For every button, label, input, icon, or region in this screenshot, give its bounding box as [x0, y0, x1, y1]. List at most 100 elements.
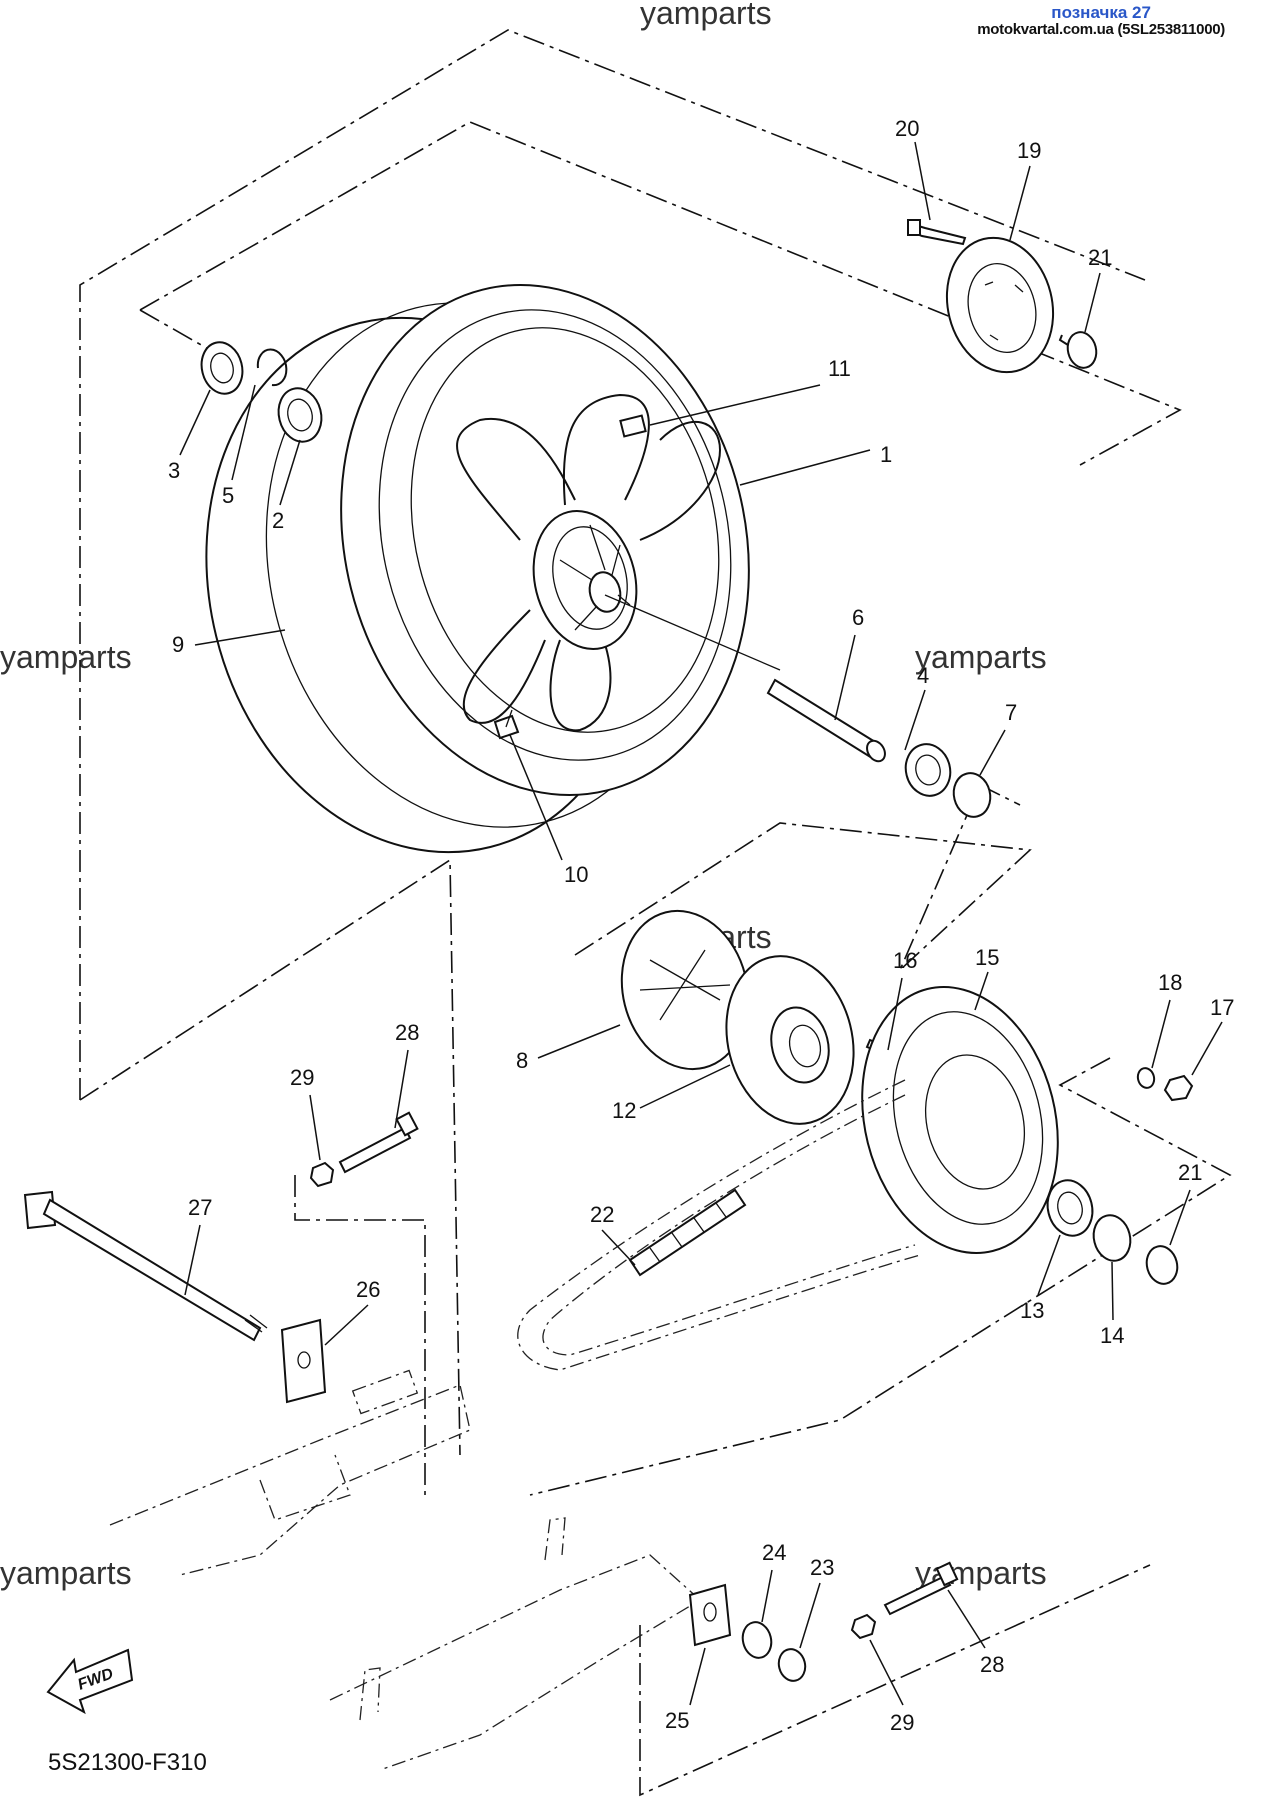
swingarm-right-ghost — [329, 1554, 702, 1771]
leader-27 — [184, 1224, 201, 1296]
circlip — [256, 348, 288, 387]
leader-4 — [904, 689, 926, 751]
left-bearing-bore — [287, 398, 313, 432]
rim-lip — [378, 309, 732, 761]
oil-seal — [200, 341, 244, 395]
swingarm-left-slot — [351, 1369, 419, 1415]
callout-28-upper: 28 — [395, 1020, 419, 1045]
rear-sprocket — [861, 986, 1059, 1254]
swingarm-ghosts — [109, 1369, 702, 1771]
oil-seal-bore — [210, 352, 234, 384]
axle-shaft — [42, 1198, 262, 1342]
fwd-arrow: FWD — [46, 1648, 134, 1715]
leader-9 — [194, 629, 286, 646]
callout-16: 16 — [893, 948, 917, 973]
disc-bolt-head — [907, 219, 921, 236]
axle-thread-2 — [249, 1314, 268, 1329]
assembly-outlines — [79, 29, 1232, 1797]
axle-centerline — [604, 594, 781, 671]
leader-18 — [1151, 999, 1171, 1069]
spoke-5 — [462, 609, 546, 724]
lower-adjuster-set — [688, 1561, 959, 1682]
sprocket-hub-bore — [788, 1024, 822, 1068]
brake-disc-set — [907, 219, 1098, 374]
callout-19: 19 — [1017, 138, 1041, 163]
drive-chain — [517, 1079, 921, 1371]
plate-washer — [741, 1621, 773, 1659]
axle-set — [23, 1111, 419, 1404]
hub-damper-segments — [639, 949, 731, 1021]
right-bearing-bore — [915, 754, 941, 786]
adjuster-bolt-right-head — [935, 1561, 959, 1587]
axle-puller-right-hole — [703, 1602, 717, 1622]
callout-22: 22 — [590, 1202, 614, 1227]
hub-rib-2 — [611, 544, 621, 576]
balance-weight — [619, 414, 647, 438]
left-bearing-set — [200, 341, 323, 443]
callout-21-upper: 21 — [1088, 245, 1112, 270]
callout-8: 8 — [516, 1048, 528, 1073]
swingarm-left-ghost — [109, 1384, 471, 1576]
right-bearing-set — [1046, 1067, 1194, 1285]
leader-25 — [689, 1647, 706, 1706]
hub-rib-5 — [617, 594, 631, 606]
callout-26: 26 — [356, 1277, 380, 1302]
swingarm-right-hook — [544, 1517, 566, 1561]
leader-11 — [649, 384, 821, 426]
reference-label: позначка 27 — [1051, 3, 1151, 22]
callout-17: 17 — [1210, 995, 1234, 1020]
reference-source: motokvartal.com.ua (5SL253811000) — [977, 20, 1225, 38]
leader-29b — [869, 1639, 904, 1706]
callout-27: 27 — [188, 1195, 212, 1220]
axle-puller — [280, 1318, 327, 1404]
disc-hole-3 — [989, 334, 999, 341]
callout-13: 13 — [1020, 1298, 1044, 1323]
chain-link-3 — [693, 1217, 705, 1233]
leader-8 — [537, 1024, 621, 1059]
callout-6: 6 — [852, 605, 864, 630]
callout-12: 12 — [612, 1098, 636, 1123]
brake-disc-inner — [967, 262, 1037, 354]
chain-loop-outer — [517, 1079, 921, 1371]
header-reference: позначка 27 motokvartal.com.ua (5SL25381… — [977, 4, 1225, 38]
callout-5: 5 — [222, 483, 234, 508]
hub-rib-4 — [574, 605, 598, 631]
leader-26 — [324, 1304, 369, 1346]
leader-15 — [974, 971, 989, 1011]
leader-19 — [1009, 165, 1031, 241]
swingarm-right-stand — [359, 1667, 381, 1721]
leader-13 — [1037, 1234, 1061, 1296]
spacer-collar-end — [866, 739, 886, 763]
rear-sprocket-root — [892, 1011, 1044, 1225]
spoke-4 — [549, 629, 612, 732]
chain-link-2 — [671, 1232, 683, 1248]
leader-21a — [1084, 272, 1101, 333]
leader-24 — [761, 1569, 773, 1623]
outline-axle-nut — [294, 1175, 426, 1500]
axle-thread-1 — [244, 1319, 263, 1333]
callout-18: 18 — [1158, 970, 1182, 995]
callout-3: 3 — [168, 458, 180, 483]
leader-2 — [279, 439, 301, 506]
sprocket-nut — [1163, 1074, 1194, 1102]
axle-head — [23, 1190, 57, 1230]
leader-14 — [1111, 1261, 1114, 1321]
leader-20 — [914, 141, 931, 221]
adjuster-bolt-right — [883, 1574, 952, 1616]
rim-inner — [410, 327, 720, 733]
adjuster-bolt-head — [395, 1111, 419, 1137]
rear-sprocket-bore — [924, 1054, 1026, 1190]
collar-upper — [1066, 331, 1098, 369]
disc-hole-2 — [1014, 284, 1024, 293]
leader-16 — [887, 977, 903, 1051]
wheel-bore — [588, 571, 622, 613]
chain-loop-inner — [542, 1094, 916, 1356]
watermark-top: yamparts — [640, 0, 772, 31]
callout-15: 15 — [975, 945, 999, 970]
chain-section — [628, 1188, 747, 1277]
leader-6 — [834, 634, 856, 721]
leader-7 — [979, 729, 1006, 776]
leader-lines — [179, 141, 1223, 1706]
sprocket-oil-seal — [1092, 1214, 1132, 1262]
